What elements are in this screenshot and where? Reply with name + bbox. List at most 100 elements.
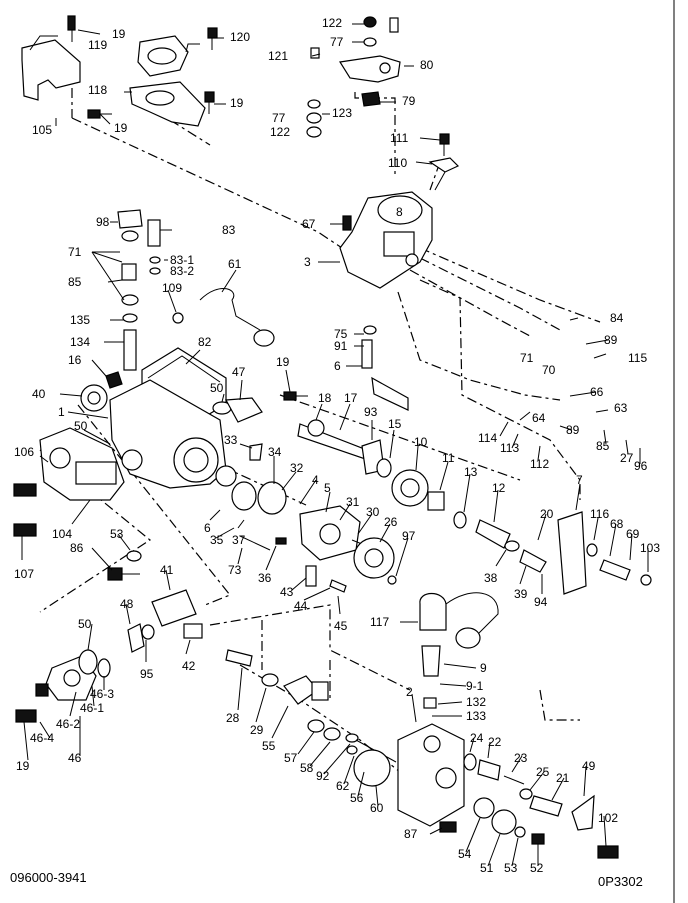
callout-label-c51: 51 [480,861,494,875]
callout-label-c20: 20 [540,507,554,521]
callout-label-c50c: 50 [78,617,92,631]
callout-label-c22: 22 [488,735,502,749]
callout-label-c11: 11 [442,451,455,465]
callout-label-c18: 18 [318,391,332,405]
callout-label-c13: 13 [464,465,478,479]
callout-label-c120: 120 [230,30,250,44]
callout-label-c63: 63 [614,401,628,415]
callout-label-c134: 134 [70,335,90,349]
callout-label-c77a: 77 [330,35,344,49]
callout-label-c9: 9 [480,661,487,675]
callout-label-c26: 26 [384,515,398,529]
callout-label-c19e: 19 [16,759,30,773]
callout-label-c118: 118 [88,83,107,97]
callout-label-c96: 96 [634,459,648,473]
callout-label-c46_1: 46-1 [80,701,104,715]
callout-label-c67: 67 [302,217,316,231]
callout-label-c116: 116 [590,507,609,521]
callout-label-c110: 110 [388,156,407,170]
callout-label-c2: 2 [406,685,413,699]
bracket-7-part [557,511,587,595]
callout-label-c19c: 19 [114,121,128,135]
callout-label-c92: 92 [316,769,330,783]
callout-label-c109: 109 [162,281,182,295]
callout-label-c19d: 19 [276,355,290,369]
callout-label-c44: 44 [294,599,308,613]
callout-label-c135: 135 [70,313,90,327]
callout-label-c17: 17 [344,391,358,405]
callout-label-c10: 10 [414,435,428,449]
callout-label-c60: 60 [370,801,384,815]
callout-label-c36: 36 [258,571,272,585]
callout-label-c111: 111 [390,131,409,145]
leader-lines [21,23,649,867]
callout-label-c24: 24 [470,731,484,745]
callout-label-c25: 25 [536,765,550,779]
callout-label-c70: 70 [542,363,556,377]
callout-label-c84: 84 [610,311,624,325]
callout-label-c39: 39 [514,587,528,601]
callout-label-c15: 15 [388,417,402,431]
callout-label-c121: 121 [268,49,288,63]
callout-label-c34: 34 [268,445,282,459]
parts [13,15,652,859]
callout-label-c80: 80 [420,58,434,72]
callout-label-c38: 38 [484,571,498,585]
callout-label-c133: 133 [466,709,486,723]
callout-label-c32: 32 [290,461,304,475]
callout-label-c53b: 53 [504,861,518,875]
callout-label-c102: 102 [598,811,618,825]
callout-label-c28: 28 [226,711,240,725]
callout-label-c117: 117 [370,615,389,629]
callout-label-c95: 95 [140,667,154,681]
callout-label-c93: 93 [364,405,378,419]
callout-label-c8: 8 [396,205,403,219]
callout-label-c27: 27 [620,451,634,465]
callout-label-c89a: 89 [604,333,618,347]
callout-label-c16: 16 [68,353,82,367]
callout-label-c85a: 85 [68,275,82,289]
callout-label-c54: 54 [458,847,472,861]
callout-label-c122a: 122 [322,16,342,30]
callout-label-c48: 48 [120,597,134,611]
callout-label-c41: 41 [160,563,174,577]
callout-label-c50a: 50 [210,381,224,395]
callout-label-c35: 35 [210,533,224,547]
callout-label-c45: 45 [334,619,348,633]
callout-label-c71a: 71 [68,245,82,259]
callout-label-c104: 104 [52,527,72,541]
callout-label-c83_1: 83-1 [170,253,194,267]
callout-label-c49: 49 [582,759,596,773]
callout-label-c114: 114 [478,431,497,445]
callout-label-c46_4: 46-4 [30,731,54,745]
callout-label-c91: 91 [334,339,348,353]
callout-label-c30: 30 [366,505,380,519]
callout-label-c82: 82 [198,335,212,349]
callout-label-c105: 105 [32,123,52,137]
callout-label-c31: 31 [346,495,360,509]
piston-41-part [151,589,197,627]
head-2-part [397,723,465,827]
callout-label-c107: 107 [14,567,34,581]
callout-label-c61: 61 [228,257,242,271]
callout-label-c64: 64 [532,411,546,425]
nut-79-part [361,91,381,107]
callout-label-c97: 97 [402,529,416,543]
callout-label-c83: 83 [222,223,236,237]
sensor-117-part [419,592,447,631]
callout-label-c4: 4 [312,473,319,487]
cap-98-part [117,209,143,229]
callout-label-c98: 98 [96,215,110,229]
callout-label-c56: 56 [350,791,364,805]
callout-label-c113: 113 [500,441,519,455]
callout-label-c1: 1 [58,405,65,419]
callout-label-c77b: 77 [272,111,286,125]
callout-label-c3: 3 [304,255,311,269]
callout-label-c55: 55 [262,739,276,753]
callout-label-c46_3: 46-3 [90,687,114,701]
callout-label-c68: 68 [610,517,624,531]
model-number: 096000-3941 [10,870,87,885]
callout-label-c71b: 71 [520,351,534,365]
